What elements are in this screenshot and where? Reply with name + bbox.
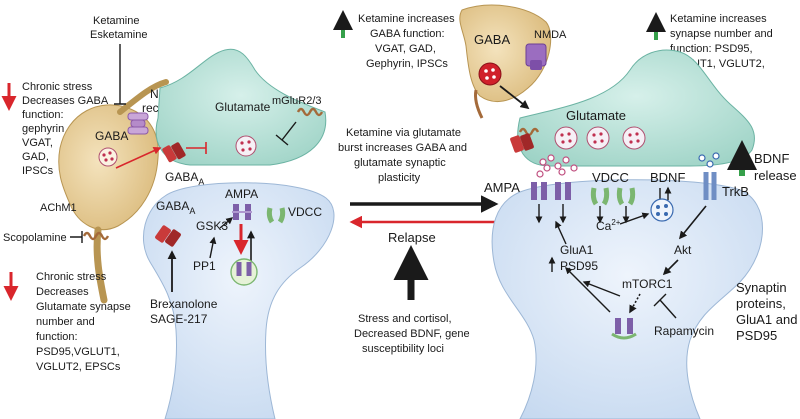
right-ampa-receptors xyxy=(531,182,571,200)
left-vdcc-label: VDCC xyxy=(288,205,322,219)
ketamine-inhibit-line xyxy=(114,44,126,105)
gaba-to-terminal-arrow xyxy=(499,85,530,110)
gsk3-to-ampa-arrow xyxy=(219,217,234,229)
mglur-receptor-coil xyxy=(296,107,324,117)
left-nmda-receptor xyxy=(127,112,149,135)
gabaa-label-spine: GABAA xyxy=(156,199,195,216)
left-ampa-receptor xyxy=(232,204,252,220)
right-ampa-label: AMPA xyxy=(484,180,520,195)
new-ampa-receptor xyxy=(611,318,637,340)
pp1-to-gsk3-arrow xyxy=(209,236,217,259)
left-vdcc-channel xyxy=(266,207,286,224)
gaba-to-gabaa-arrow xyxy=(115,147,162,169)
relapse-label: Relapse xyxy=(388,230,436,245)
mtorc1-to-synapse-dotted xyxy=(629,293,641,314)
scopolamine-label: Scopolamine xyxy=(3,232,67,244)
left-glutamate-vesicle xyxy=(235,135,257,157)
right-gaba-vesicle xyxy=(478,62,502,86)
stress-gaba-text: Chronic stress Decreases GABA function: … xyxy=(22,81,111,177)
glua1-to-ampa-arrow xyxy=(555,220,567,245)
achm1-label: AChM1 xyxy=(40,202,77,214)
internalized-ampa xyxy=(230,258,258,286)
left-postsynaptic-spine xyxy=(142,182,335,419)
gaba-inhibition-arrow xyxy=(186,142,207,154)
trkb-to-akt-arrow xyxy=(678,205,707,240)
ca-label: Ca2+ xyxy=(596,218,621,233)
scopolamine-inhibit-line xyxy=(70,231,83,243)
ketamine-gaba-text: Ketamine increases GABA function: VGAT, … xyxy=(358,13,458,70)
brexanolone-label: Brexanolone SAGE-217 xyxy=(150,297,221,326)
right-vdcc-channels xyxy=(590,187,636,206)
ketamine-label-left: Ketamine xyxy=(93,15,139,27)
akt-to-mtorc1-arrow xyxy=(662,259,679,276)
mtorc1-to-glua1-arrow xyxy=(582,280,621,297)
pp1-label: PP1 xyxy=(193,259,216,273)
bdnf-vesicle xyxy=(650,198,674,222)
stress-glut-text: Chronic stress Decreases Glutamate synap… xyxy=(36,271,134,373)
left-gaba-vesicle xyxy=(98,147,118,167)
stress-cortisol-text: Stress and cortisol, Decreased BDNF, gen… xyxy=(354,313,473,355)
ketamine-burst-text: Ketamine via glutamate burst increases G… xyxy=(338,127,470,184)
mglur-label: mGluR2/3 xyxy=(272,95,322,107)
bdnf-dots xyxy=(698,152,720,168)
mtorc1-label: mTORC1 xyxy=(622,277,673,291)
right-glutamate-vesicles xyxy=(554,126,646,150)
right-gabaa-receptor xyxy=(510,133,534,153)
trkb-receptor xyxy=(703,172,717,200)
gabaa-label-top: GABAA xyxy=(165,170,204,187)
released-glutamate xyxy=(536,154,578,178)
synaptin-proteins-label: Synaptin proteins, GluA1 and PSD95 xyxy=(736,280,800,343)
trkb-label: TrkB xyxy=(722,184,749,199)
right-glutamate-label: Glutamate xyxy=(566,108,626,123)
right-nmda-receptor xyxy=(525,43,547,70)
bdnf-release-label: BDNF release xyxy=(754,151,797,183)
bdnf-out-arrows xyxy=(659,188,668,200)
rapamycin-inhibit-line xyxy=(653,293,677,319)
bdnf-label: BDNF xyxy=(650,170,685,185)
gabaa-receptor-spine xyxy=(155,225,181,247)
left-glutamate-terminal xyxy=(155,48,327,166)
left-glutamate-label: Glutamate xyxy=(215,100,271,114)
right-postsynaptic-spine xyxy=(491,179,763,419)
left-gaba-neuron xyxy=(58,104,159,231)
esketamine-label: Esketamine xyxy=(90,29,147,41)
gabaa-receptor-top xyxy=(162,142,186,163)
mglur-inhibit-line xyxy=(275,121,297,146)
gsk3-label: GSK3 xyxy=(196,219,228,233)
rapamycin-label: Rapamycin xyxy=(654,324,714,338)
achm1-receptor-coil xyxy=(82,231,110,241)
new-ampa-up-arrow xyxy=(565,267,611,313)
right-nmda-label: NMDA xyxy=(534,29,567,41)
akt-label: Akt xyxy=(674,243,692,257)
right-gaba-label: GABA xyxy=(474,32,510,47)
right-vdcc-label: VDCC xyxy=(592,170,629,185)
left-ampa-label: AMPA xyxy=(225,187,258,201)
left-gaba-cell-label: GABA xyxy=(95,129,128,143)
ca-to-bdnf-arrow xyxy=(619,212,650,225)
